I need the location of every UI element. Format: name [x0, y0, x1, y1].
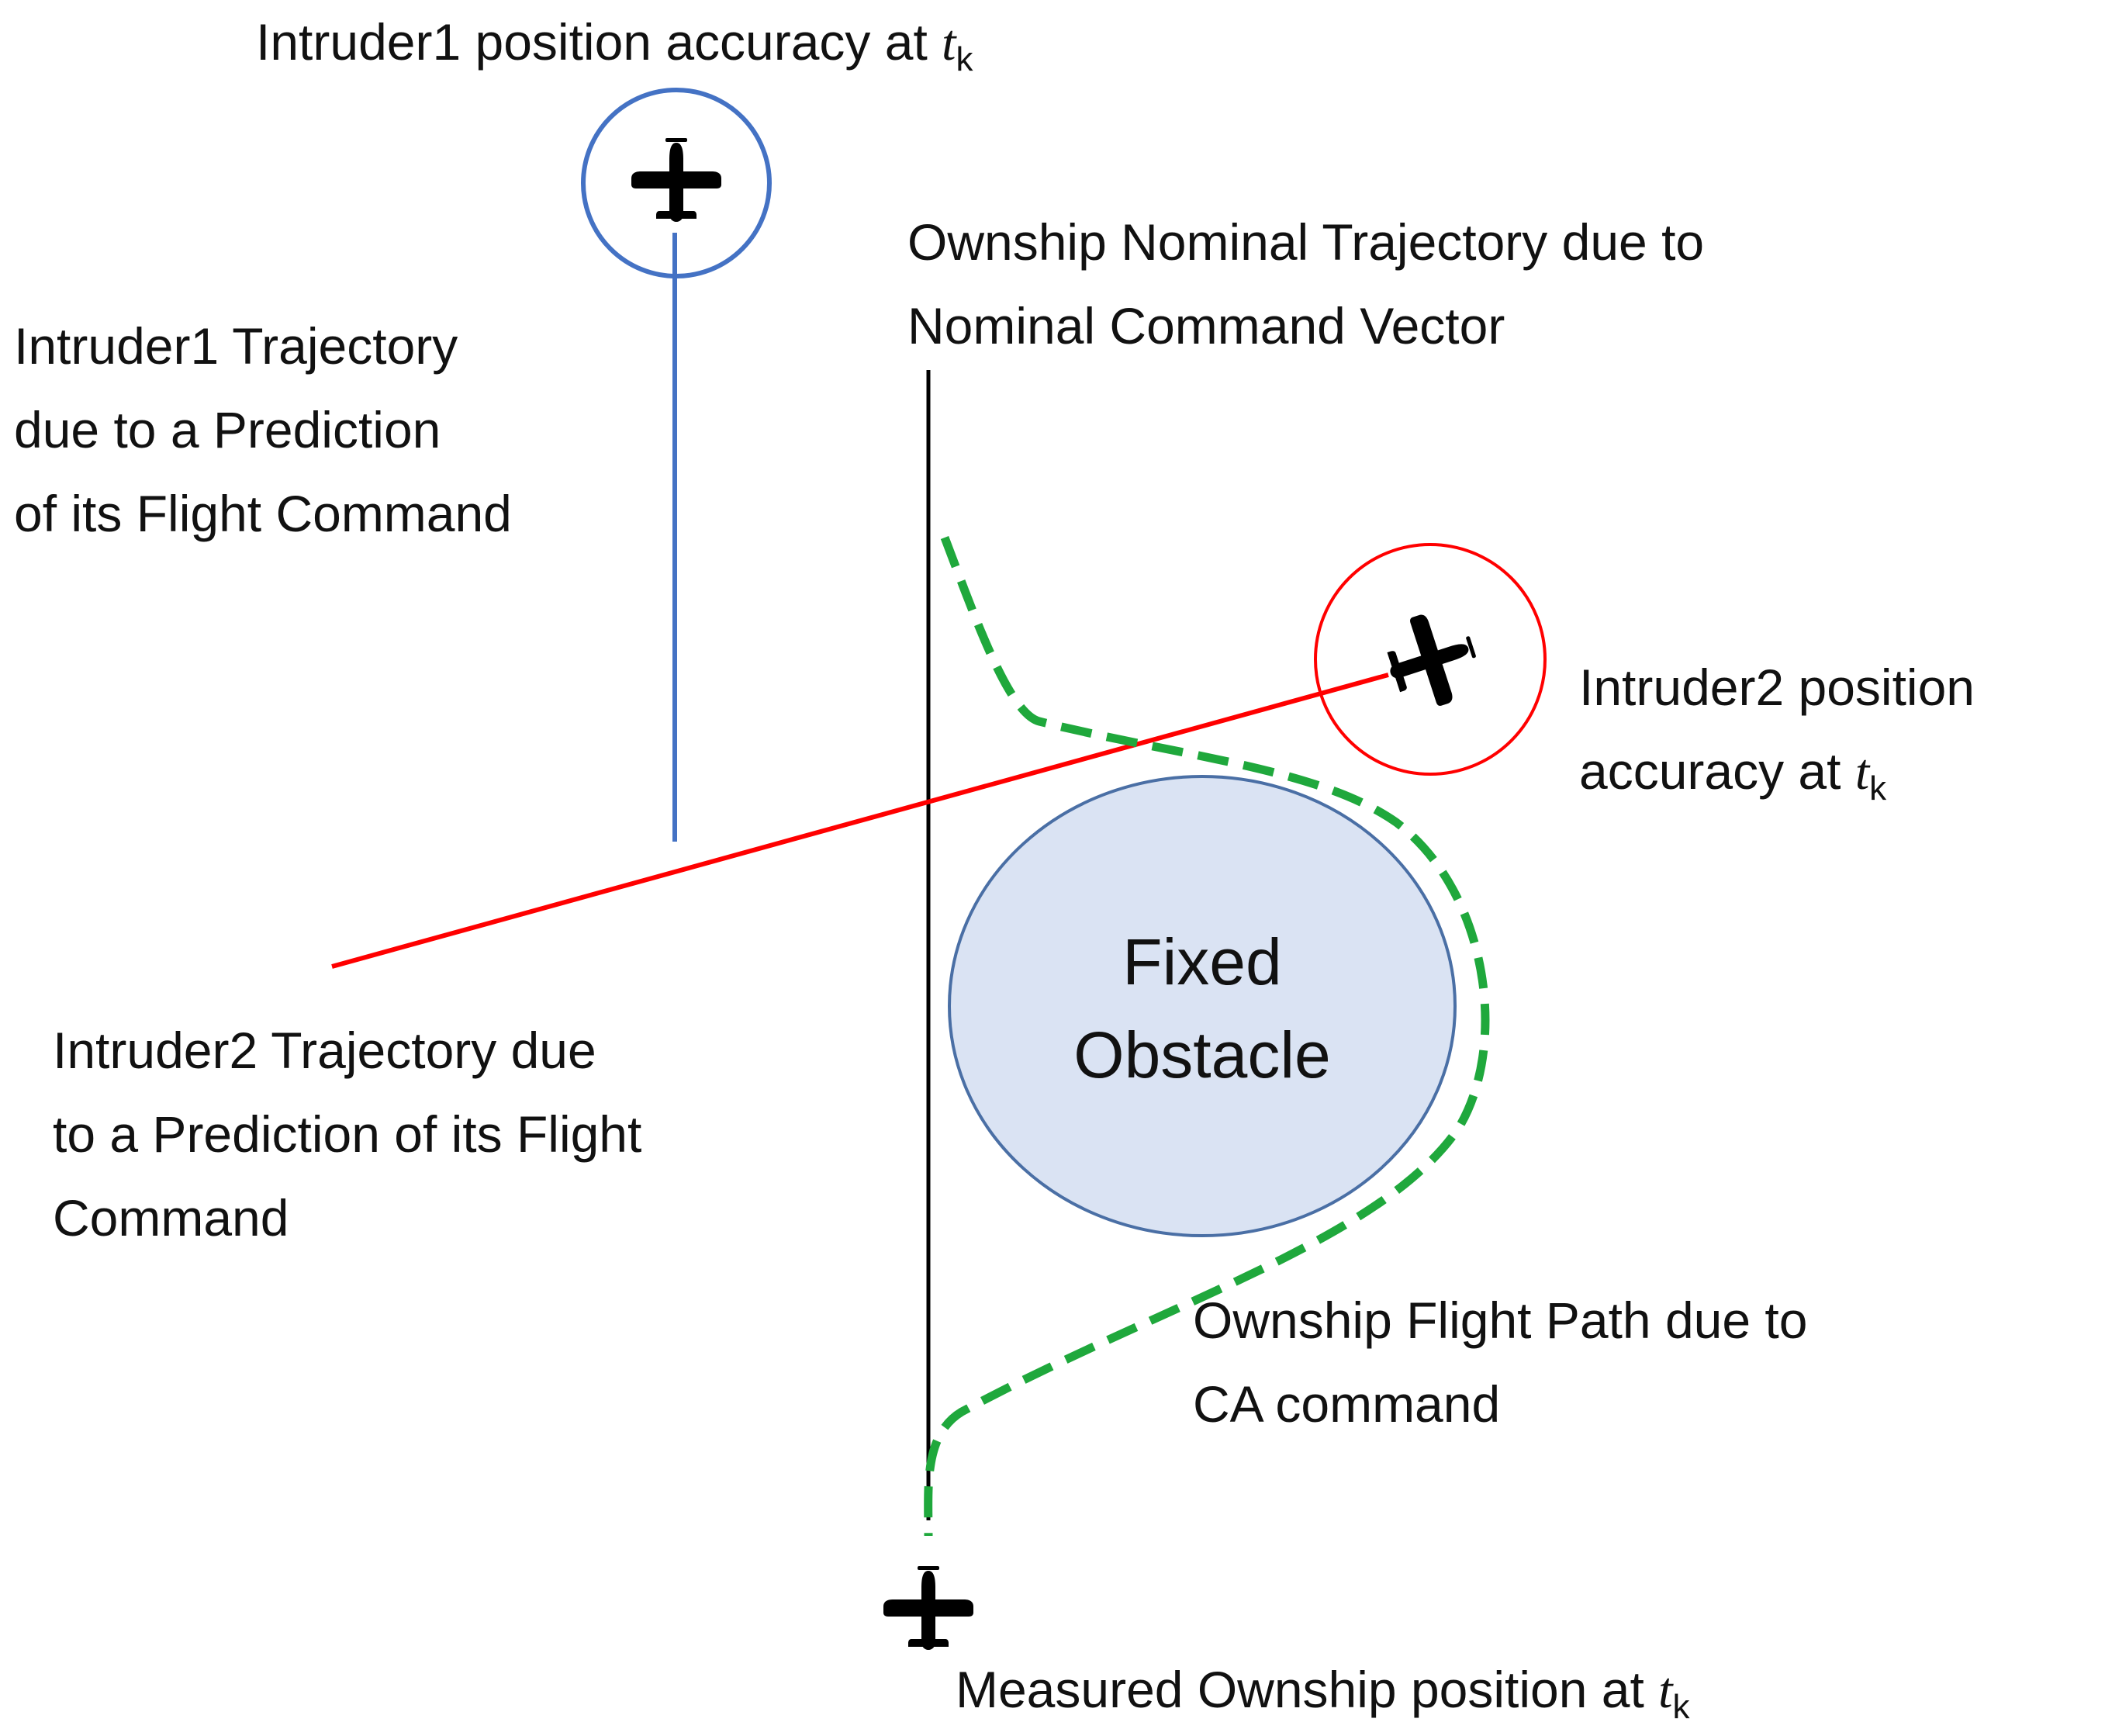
intruder1-trajectory-line3: of its Flight Command [14, 485, 512, 542]
time-variable: t [1658, 1662, 1673, 1719]
fixed-obstacle-label: Fixed Obstacle [954, 915, 1450, 1101]
time-subscript: k [956, 40, 973, 78]
time-subscript: k [1672, 1688, 1690, 1726]
ownship-ca-flight-path [924, 536, 1490, 1537]
ownship-nominal-line1: Ownship Nominal Trajectory due to [907, 213, 1705, 271]
intruder1-trajectory-line1: Intruder1 Trajectory [14, 317, 458, 375]
ownship-path-line1: Ownship Flight Path due to [1193, 1292, 1808, 1349]
obstacle-label-line2: Obstacle [1073, 1018, 1331, 1091]
time-variable: t [1854, 744, 1870, 801]
ownship-nominal-line2: Nominal Command Vector [907, 297, 1505, 354]
ownship-airplane-icon [883, 1566, 973, 1650]
intruder1-trajectory-label: Intruder1 Trajectory due to a Prediction… [14, 304, 512, 555]
intruder1-trajectory-line2: due to a Prediction [14, 401, 441, 458]
ownship-nominal-label: Ownship Nominal Trajectory due to Nomina… [907, 200, 1704, 368]
time-variable: t [942, 15, 956, 71]
intruder2-accuracy-label: Intruder2 position accuracy at tk [1579, 645, 1975, 814]
time-subscript: k [1869, 769, 1887, 807]
intruder2-trajectory-line1: Intruder2 Trajectory due [53, 1022, 596, 1079]
intruder2-accuracy-line1: Intruder2 position [1579, 659, 1975, 716]
ownship-path-line2: CA command [1193, 1375, 1501, 1433]
measured-ownship-label: Measured Ownship position at tk [956, 1648, 1690, 1733]
intruder2-trajectory-label: Intruder2 Trajectory due to a Prediction… [53, 1008, 641, 1260]
intruder1-accuracy-text: Intruder1 position accuracy at [256, 13, 942, 71]
intruder2-trajectory-line2: to a Prediction of its Flight [53, 1105, 642, 1163]
intruder1-accuracy-label: Intruder1 position accuracy at tk [256, 0, 973, 85]
intruder2-trajectory-line [331, 673, 1389, 969]
intruder2-trajectory-line3: Command [53, 1189, 289, 1247]
fixed-obstacle-ellipse [948, 775, 1457, 1237]
intruder2-accuracy-circle [1314, 543, 1547, 776]
measured-ownship-text: Measured Ownship position at [956, 1661, 1659, 1718]
intruder1-accuracy-circle [581, 88, 772, 278]
intruder2-accuracy-line2: accuracy at [1579, 742, 1855, 800]
intruder1-airplane-icon [631, 138, 721, 222]
intruder2-airplane-icon [1376, 602, 1488, 718]
ownship-path-label: Ownship Flight Path due to CA command [1193, 1278, 1807, 1446]
obstacle-label-line1: Fixed [1122, 925, 1282, 998]
